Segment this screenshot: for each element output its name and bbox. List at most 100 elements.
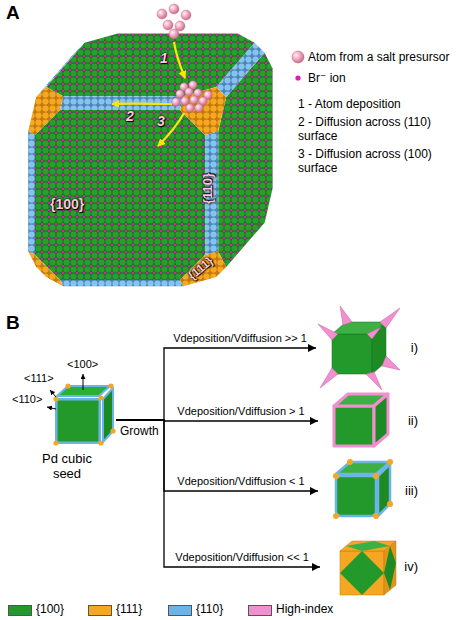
cuboctahedron [346,541,390,551]
crystal-illustration [28,131,35,255]
direction-arrow [50,390,56,397]
rate-ratio-label: Vdeposition/Vdiffusion << 1 [174,551,310,564]
legend-sample [295,75,300,80]
growth-arrow [116,420,320,567]
truncated-cube [387,501,393,507]
product-crystal: ii) [318,388,420,454]
legend-text: {110} [196,602,223,616]
seed-cube [53,383,115,445]
star-cube [318,306,400,390]
seed-cube [108,383,113,388]
step-description: 2 - Diffusion across (110) surface [298,116,466,144]
crystal-illustration [28,87,63,135]
precursor-atoms [157,4,212,112]
crystal-illustration [180,87,226,135]
precursor-atoms [172,98,180,106]
rate-ratio-label: Vdeposition/Vdiffusion > 1 [176,405,305,418]
cuboctahedron [340,551,384,595]
seed-cube [65,383,70,388]
growth-arrow [116,348,316,420]
precursor-atoms [169,29,179,39]
growth-arrow [116,420,318,491]
legend-text: High-index [276,602,333,616]
direction-arrow [47,407,56,409]
precursor-atoms [186,104,194,112]
path-arrow [112,42,185,146]
direction-label: <111> [24,372,54,385]
crystal-illustration [36,43,84,97]
truncated-cube [333,459,393,519]
step-description: 1 - Atom deposition [298,98,466,112]
step-number: 3 [157,113,165,129]
node-text: ii) [408,413,418,429]
star-cube [332,334,372,374]
truncated-cube [336,476,376,516]
cuboctahedron [384,541,396,595]
truncated-cube [333,473,339,479]
step-description: 3 - Diffusion across (100) surface [298,148,466,176]
star-cube [382,356,400,370]
concave-cube [334,406,374,446]
process-label: Growth [120,425,159,439]
step-number: 2 [126,108,134,124]
rate-ratio-label: Vdeposition/Vdiffusion >> 1 [172,332,308,345]
precursor-atoms [190,96,198,104]
precursor-atoms [163,20,173,30]
node-text: iv) [404,559,418,575]
legend-sample [292,51,304,81]
seed-crystal: Pd cubic seed [18,352,116,482]
crystal-illustration [28,251,63,286]
truncated-cube [387,459,393,465]
direction-arrow [83,374,84,390]
truncated-cube [333,459,393,519]
seed-cube [98,395,103,400]
path-arrow [174,42,185,78]
star-cube [366,372,382,390]
facet-label: {111} [186,255,216,284]
star-cube [340,306,352,325]
star-cube [380,308,400,328]
legend-swatch [88,605,112,616]
facet-label: {110} [201,173,216,204]
product-crystal: i) [316,304,420,392]
rate-ratio-label: Vdeposition/Vdiffusion < 1 [176,475,305,488]
precursor-atoms [181,10,191,20]
product-crystal: iii) [318,458,420,524]
precursor-atoms [181,97,189,105]
node-text: i) [411,340,418,356]
concave-cube [374,394,388,446]
crystal-illustration [60,280,183,286]
seed-cube [98,440,103,445]
truncated-cube [373,473,379,479]
seed-cube [58,401,99,442]
path-arrow [158,113,184,146]
panel-letter: B [6,312,20,334]
star-cube [318,306,400,390]
seed-cube [53,440,58,445]
truncated-cube [333,513,339,519]
product-crystal: iv) [320,536,420,598]
precursor-atoms [185,88,193,96]
crystal-illustration [216,43,264,97]
cuboctahedron [384,546,396,590]
facet-label: {100} [50,196,84,212]
seed-cube [103,388,113,442]
precursor-atoms [169,4,179,14]
seed-cube [110,428,115,433]
cuboctahedron [340,551,384,595]
legend-swatch [248,605,272,616]
seed-cube [53,396,58,401]
connector-group [116,348,320,567]
crystal-illustration [35,110,205,280]
seed-cube [55,398,101,444]
crystal-illustration [28,33,272,286]
truncated-cube [373,513,379,519]
legend-swatch [8,605,32,616]
node-text: iii) [405,483,418,499]
cuboctahedron [340,541,396,595]
precursor-atoms [176,90,184,98]
seed-cube [53,383,115,445]
